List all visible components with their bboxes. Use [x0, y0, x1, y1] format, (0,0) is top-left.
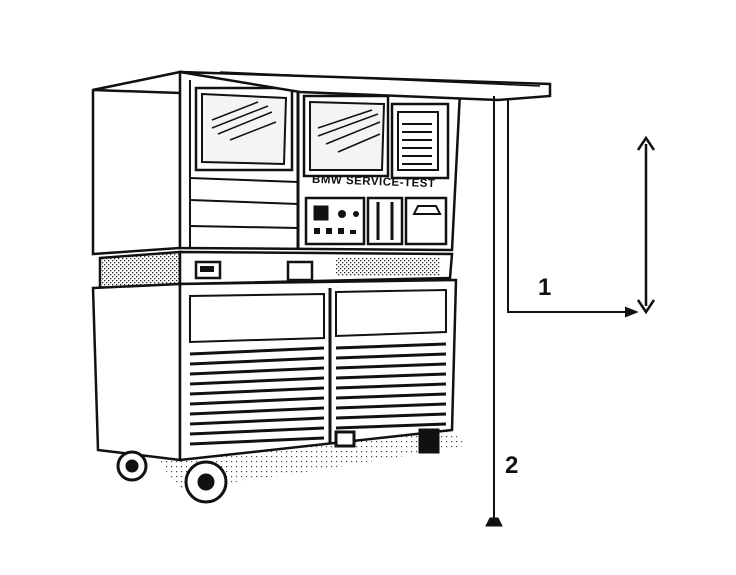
left-drawers [189, 177, 299, 229]
control-modules [304, 196, 448, 246]
vent-grille-left [189, 346, 325, 446]
callout-label-1: 1 [538, 274, 552, 301]
middle-band [98, 250, 454, 290]
dimension-line-1 [507, 100, 639, 318]
height-arrow [636, 135, 656, 315]
printer-unit [390, 102, 450, 180]
overhang-arm [179, 70, 552, 102]
callout-label-2: 2 [505, 452, 519, 479]
monitor-left [194, 86, 294, 172]
monitor-right [302, 94, 390, 178]
lower-drawers [189, 288, 447, 344]
plumb-line [485, 96, 503, 527]
vent-grille-right [335, 342, 447, 430]
caster-wheels [116, 428, 440, 504]
floor-shadow [150, 425, 470, 490]
